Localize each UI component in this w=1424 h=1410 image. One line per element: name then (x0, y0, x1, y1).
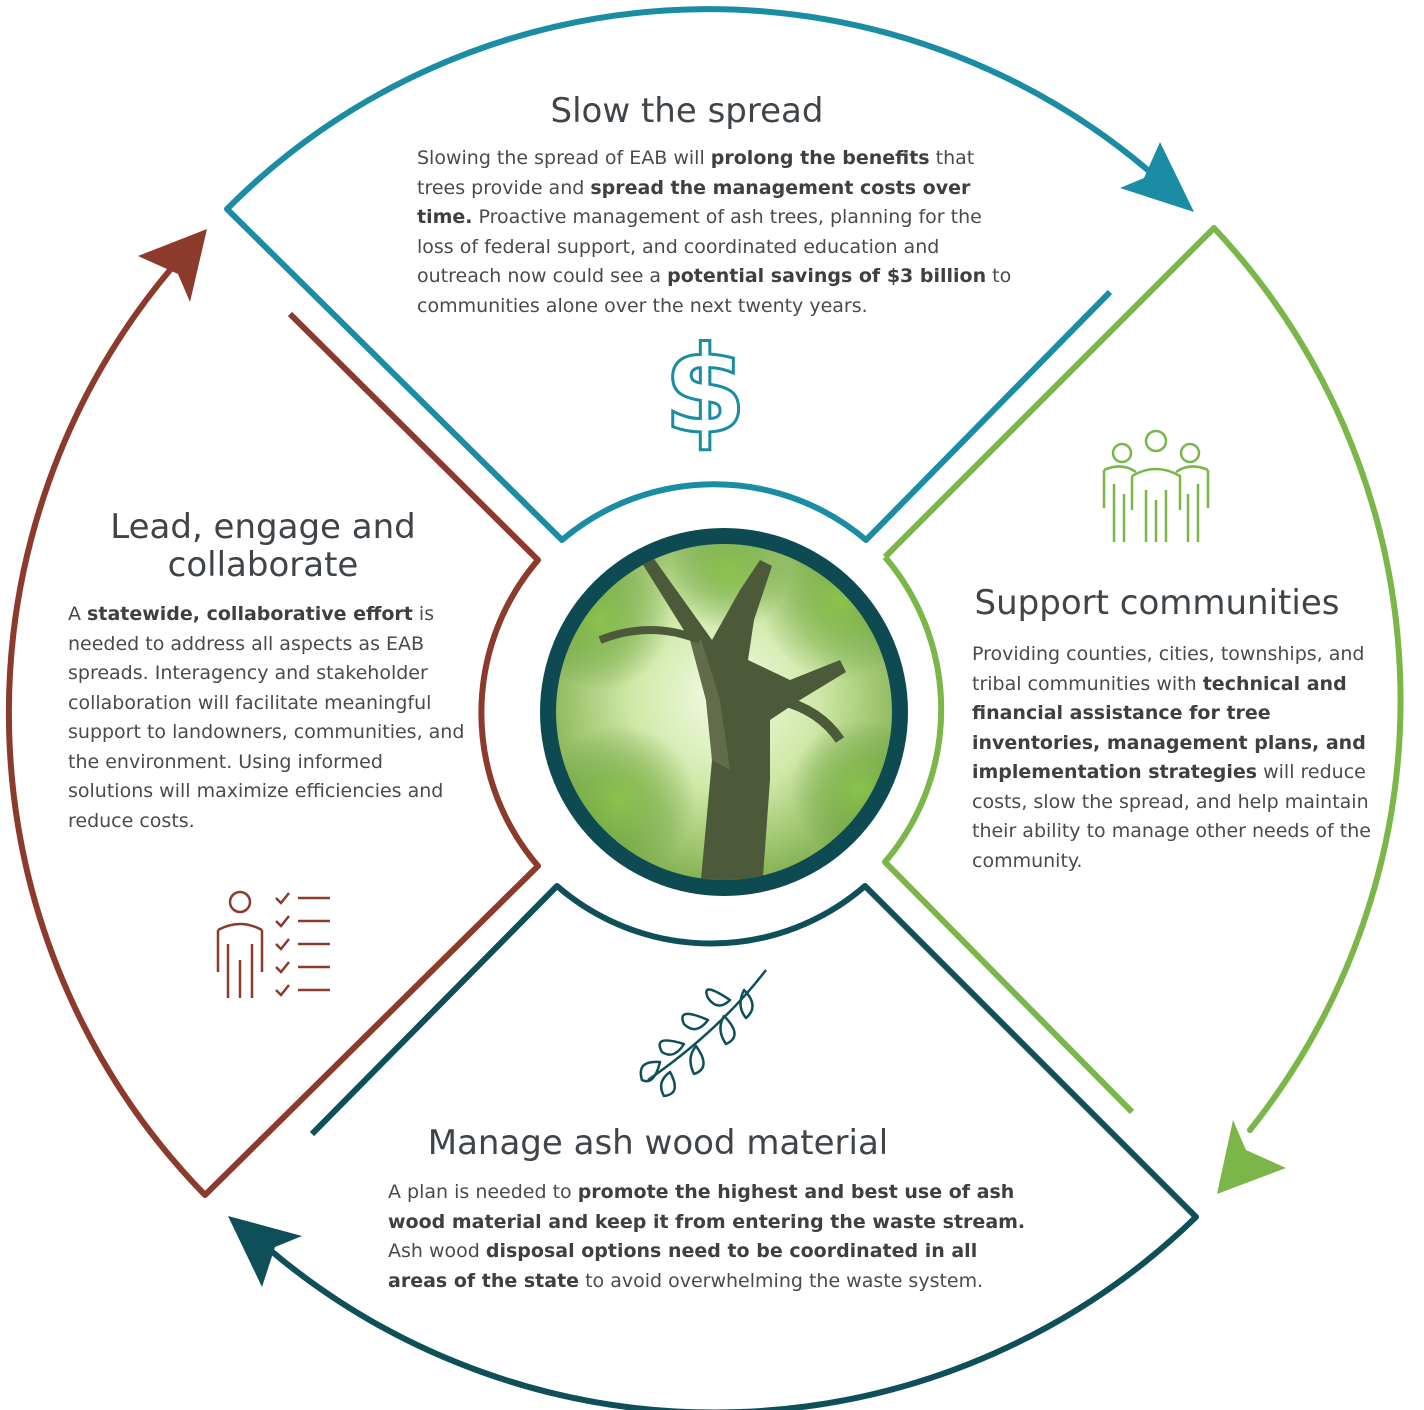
body-text: Slowing the spread of EAB will (417, 147, 711, 169)
quadrant-lead-engage-collaborate: Lead, engage and collaborate A statewide… (68, 508, 468, 836)
arrowhead-dark-teal (228, 1216, 302, 1287)
ash-leaf-icon (639, 969, 767, 1098)
arc-manage-ash-wood (267, 1214, 1199, 1410)
body-text: that trees provide and (417, 147, 975, 199)
quadrant-slow-the-spread: Slow the spread Slowing the spread of EA… (417, 92, 1017, 321)
arc-support-communities (1211, 225, 1404, 1133)
quadrant-support-communities: Support communities Providing counties, … (972, 584, 1382, 876)
arc-lead-engage (5, 267, 208, 1198)
body-text: Ash wood (388, 1240, 486, 1262)
body-text: A plan is needed to (388, 1181, 578, 1203)
emphasis-text: disposal options need to be coordinated … (388, 1240, 978, 1292)
inner-border-green-upper (882, 225, 1217, 560)
body-text: to avoid overwhelming the waste system. (579, 1269, 984, 1292)
quadrant-title: Slow the spread (550, 91, 824, 131)
quadrant-manage-ash-wood: Manage ash wood material A plan is neede… (388, 1124, 1028, 1296)
emphasis-text: prolong the benefits (710, 147, 930, 169)
emphasis-text: potential savings of $3 billion (667, 265, 987, 287)
inner-border-dark-teal (309, 883, 1199, 1220)
body-text: Providing counties, cities, townships, a… (972, 643, 1365, 695)
body-text: to communities alone over the next twent… (417, 265, 1012, 317)
quadrant-body: Slowing the spread of EAB will prolong t… (417, 144, 1017, 321)
quadrant-body: A plan is needed to promote the highest … (388, 1178, 1028, 1296)
body-text: A (68, 603, 88, 625)
community-people-icon (1102, 429, 1210, 542)
inner-border-teal (224, 206, 1113, 543)
arrowhead-teal (1120, 142, 1194, 212)
inner-border-green (882, 555, 1135, 1115)
arrowhead-rust (138, 229, 207, 302)
emphasis-text: statewide, collaborative effort (87, 603, 413, 625)
body-text: will reduce costs, slow the spread, and … (972, 761, 1371, 872)
body-text: Proactive management of ash trees, plann… (417, 206, 982, 287)
emphasis-text: technical and financial assistance for t… (972, 672, 1366, 784)
quadrant-body: Providing counties, cities, townships, a… (972, 640, 1382, 876)
arrowhead-green (1217, 1120, 1286, 1194)
quadrant-body: A statewide, collaborative effort is nee… (68, 600, 468, 836)
quadrant-title: Lead, engage and collaborate (110, 507, 416, 585)
quadrant-title: Support communities (974, 583, 1340, 623)
dollar-sign-icon: $ (663, 322, 747, 461)
emphasis-text: promote the highest and best use of ash … (388, 1181, 1026, 1233)
emphasis-text: spread the management costs over time. (417, 176, 971, 229)
inner-border-rust (202, 311, 541, 1198)
arc-slow-the-spread (224, 6, 1169, 212)
quadrant-title: Manage ash wood material (427, 1123, 889, 1163)
body-text: is needed to address all aspects as EAB … (68, 603, 465, 832)
person-checklist-icon (216, 890, 330, 998)
